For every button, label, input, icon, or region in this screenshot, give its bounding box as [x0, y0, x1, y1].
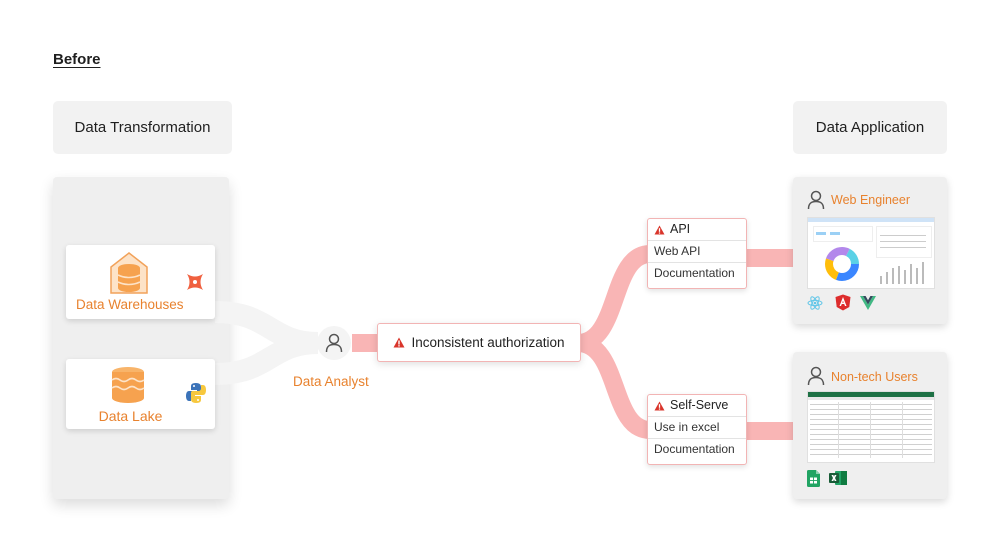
inconsistent-authorization-box: Inconsistent authorization [377, 323, 581, 362]
data-transformation-title: Data Transformation [74, 119, 211, 136]
diagram-heading: Before [53, 51, 101, 68]
spreadsheet-screenshot [807, 391, 935, 463]
data-application-title: Data Application [815, 119, 925, 136]
web-engineer-label: Web Engineer [831, 193, 910, 207]
data-analyst-avatar [317, 326, 351, 360]
data-transformation-header: Data Transformation [53, 101, 232, 154]
api-title-row: API [648, 219, 746, 241]
issue-to-api-band [576, 245, 652, 352]
data-lake-card: Data Lake [66, 359, 215, 429]
dashboard-screenshot [807, 217, 935, 289]
angular-icon [835, 294, 851, 311]
warning-icon [393, 337, 405, 348]
api-row-web-api: Web API [648, 241, 746, 263]
warning-icon [654, 224, 665, 235]
self-serve-title: Self-Serve [670, 398, 729, 412]
self-serve-row-excel: Use in excel [648, 417, 746, 439]
data-transformation-panel [53, 177, 229, 499]
data-lake-label: Data Lake [98, 408, 163, 424]
excel-icon [829, 471, 847, 485]
data-analyst-label: Data Analyst [293, 374, 369, 389]
data-application-header: Data Application [793, 101, 947, 154]
lake-flow-band [214, 332, 319, 385]
database-icon [110, 252, 148, 294]
web-engineer-card: Web Engineer [793, 177, 947, 324]
warning-icon [654, 400, 665, 411]
issue-to-selfserve-band [576, 334, 652, 439]
non-tech-users-label: Non-tech Users [831, 370, 918, 384]
data-warehouses-card: Data Warehouses [66, 245, 215, 319]
self-serve-channel-box: Self-Serve Use in excel Documentation [647, 394, 747, 465]
python-icon [186, 383, 206, 403]
donut-chart-thumbnail [825, 247, 859, 281]
inconsistent-authorization-label: Inconsistent authorization [411, 335, 565, 350]
user-icon [807, 190, 825, 210]
data-warehouses-label: Data Warehouses [76, 297, 184, 312]
self-serve-title-row: Self-Serve [648, 395, 746, 417]
api-title: API [670, 222, 691, 236]
user-icon [325, 333, 343, 353]
api-row-documentation: Documentation [654, 266, 735, 280]
non-tech-users-card: Non-tech Users [793, 352, 947, 499]
self-serve-row-documentation: Documentation [654, 442, 735, 456]
api-channel-box: API Web API Documentation [647, 218, 747, 289]
data-lake-icon [111, 367, 145, 403]
vue-icon [860, 296, 876, 310]
react-icon [807, 296, 823, 310]
user-icon [807, 366, 825, 386]
google-sheets-icon [807, 470, 820, 487]
bar-chart-thumbnail [880, 262, 924, 284]
dbt-icon [187, 274, 203, 290]
